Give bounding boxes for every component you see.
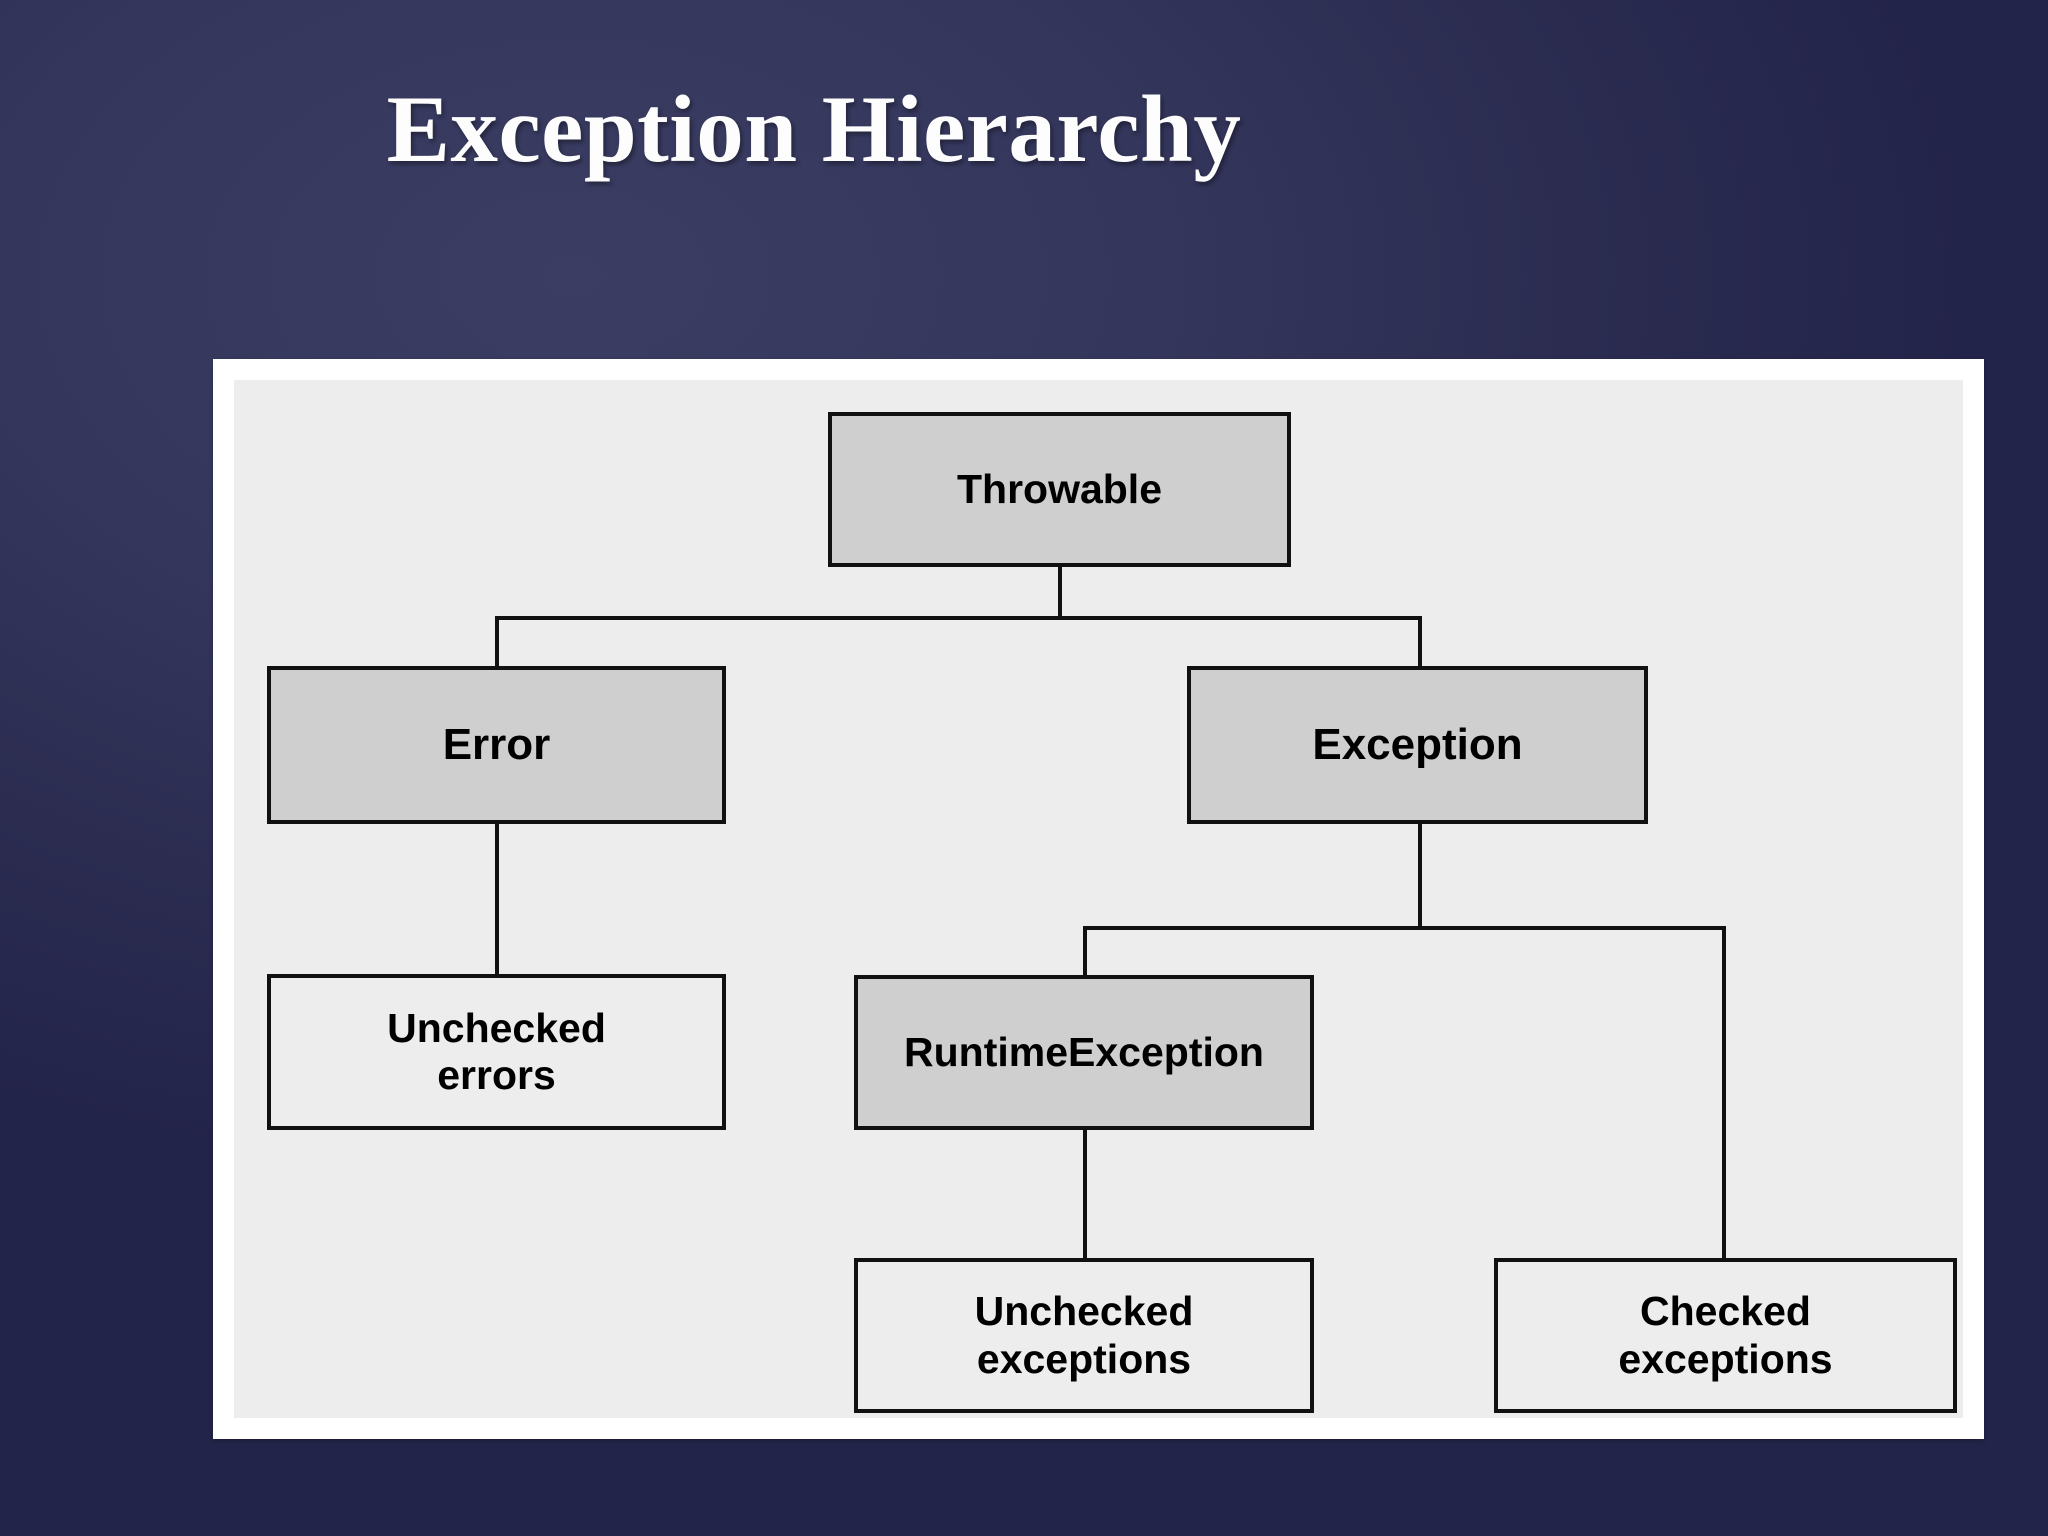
- page-title: Exception Hierarchy: [386, 76, 1242, 182]
- node-exception[interactable]: Exception: [1187, 666, 1648, 824]
- diagram-canvas: Throwable Error Exception Unchecked erro…: [234, 380, 1963, 1418]
- diagram-frame: Throwable Error Exception Unchecked erro…: [213, 359, 1984, 1439]
- node-checked-exceptions-label: Checked exceptions: [1618, 1288, 1833, 1382]
- node-checked-exceptions[interactable]: Checked exceptions: [1494, 1258, 1957, 1413]
- edge-exception-stem: [1418, 824, 1422, 926]
- edge-runtimeexception-to-unchecked-exceptions: [1083, 1130, 1087, 1258]
- edge-exception-to-runtimeexception: [1083, 926, 1087, 975]
- edge-exception-split-bar: [1083, 926, 1726, 930]
- node-runtimeexception-label: RuntimeException: [904, 1028, 1264, 1075]
- node-error-label: Error: [442, 719, 551, 769]
- node-unchecked-exceptions[interactable]: Unchecked exceptions: [854, 1258, 1314, 1413]
- node-throwable[interactable]: Throwable: [828, 412, 1291, 567]
- node-unchecked-errors-label: Unchecked errors: [387, 1004, 606, 1098]
- edge-throwable-to-exception: [1418, 616, 1422, 666]
- edge-throwable-to-error: [495, 616, 499, 666]
- node-unchecked-exceptions-label: Unchecked exceptions: [974, 1288, 1194, 1382]
- edge-throwable-stem: [1058, 567, 1062, 616]
- node-runtimeexception[interactable]: RuntimeException: [854, 975, 1314, 1130]
- node-throwable-label: Throwable: [956, 465, 1163, 512]
- node-exception-label: Exception: [1312, 719, 1523, 769]
- node-error[interactable]: Error: [267, 666, 726, 824]
- node-unchecked-errors[interactable]: Unchecked errors: [267, 974, 726, 1130]
- edge-throwable-split-bar: [495, 616, 1422, 620]
- edge-error-to-unchecked-errors: [495, 824, 499, 974]
- edge-exception-to-checked-exceptions: [1722, 926, 1726, 1258]
